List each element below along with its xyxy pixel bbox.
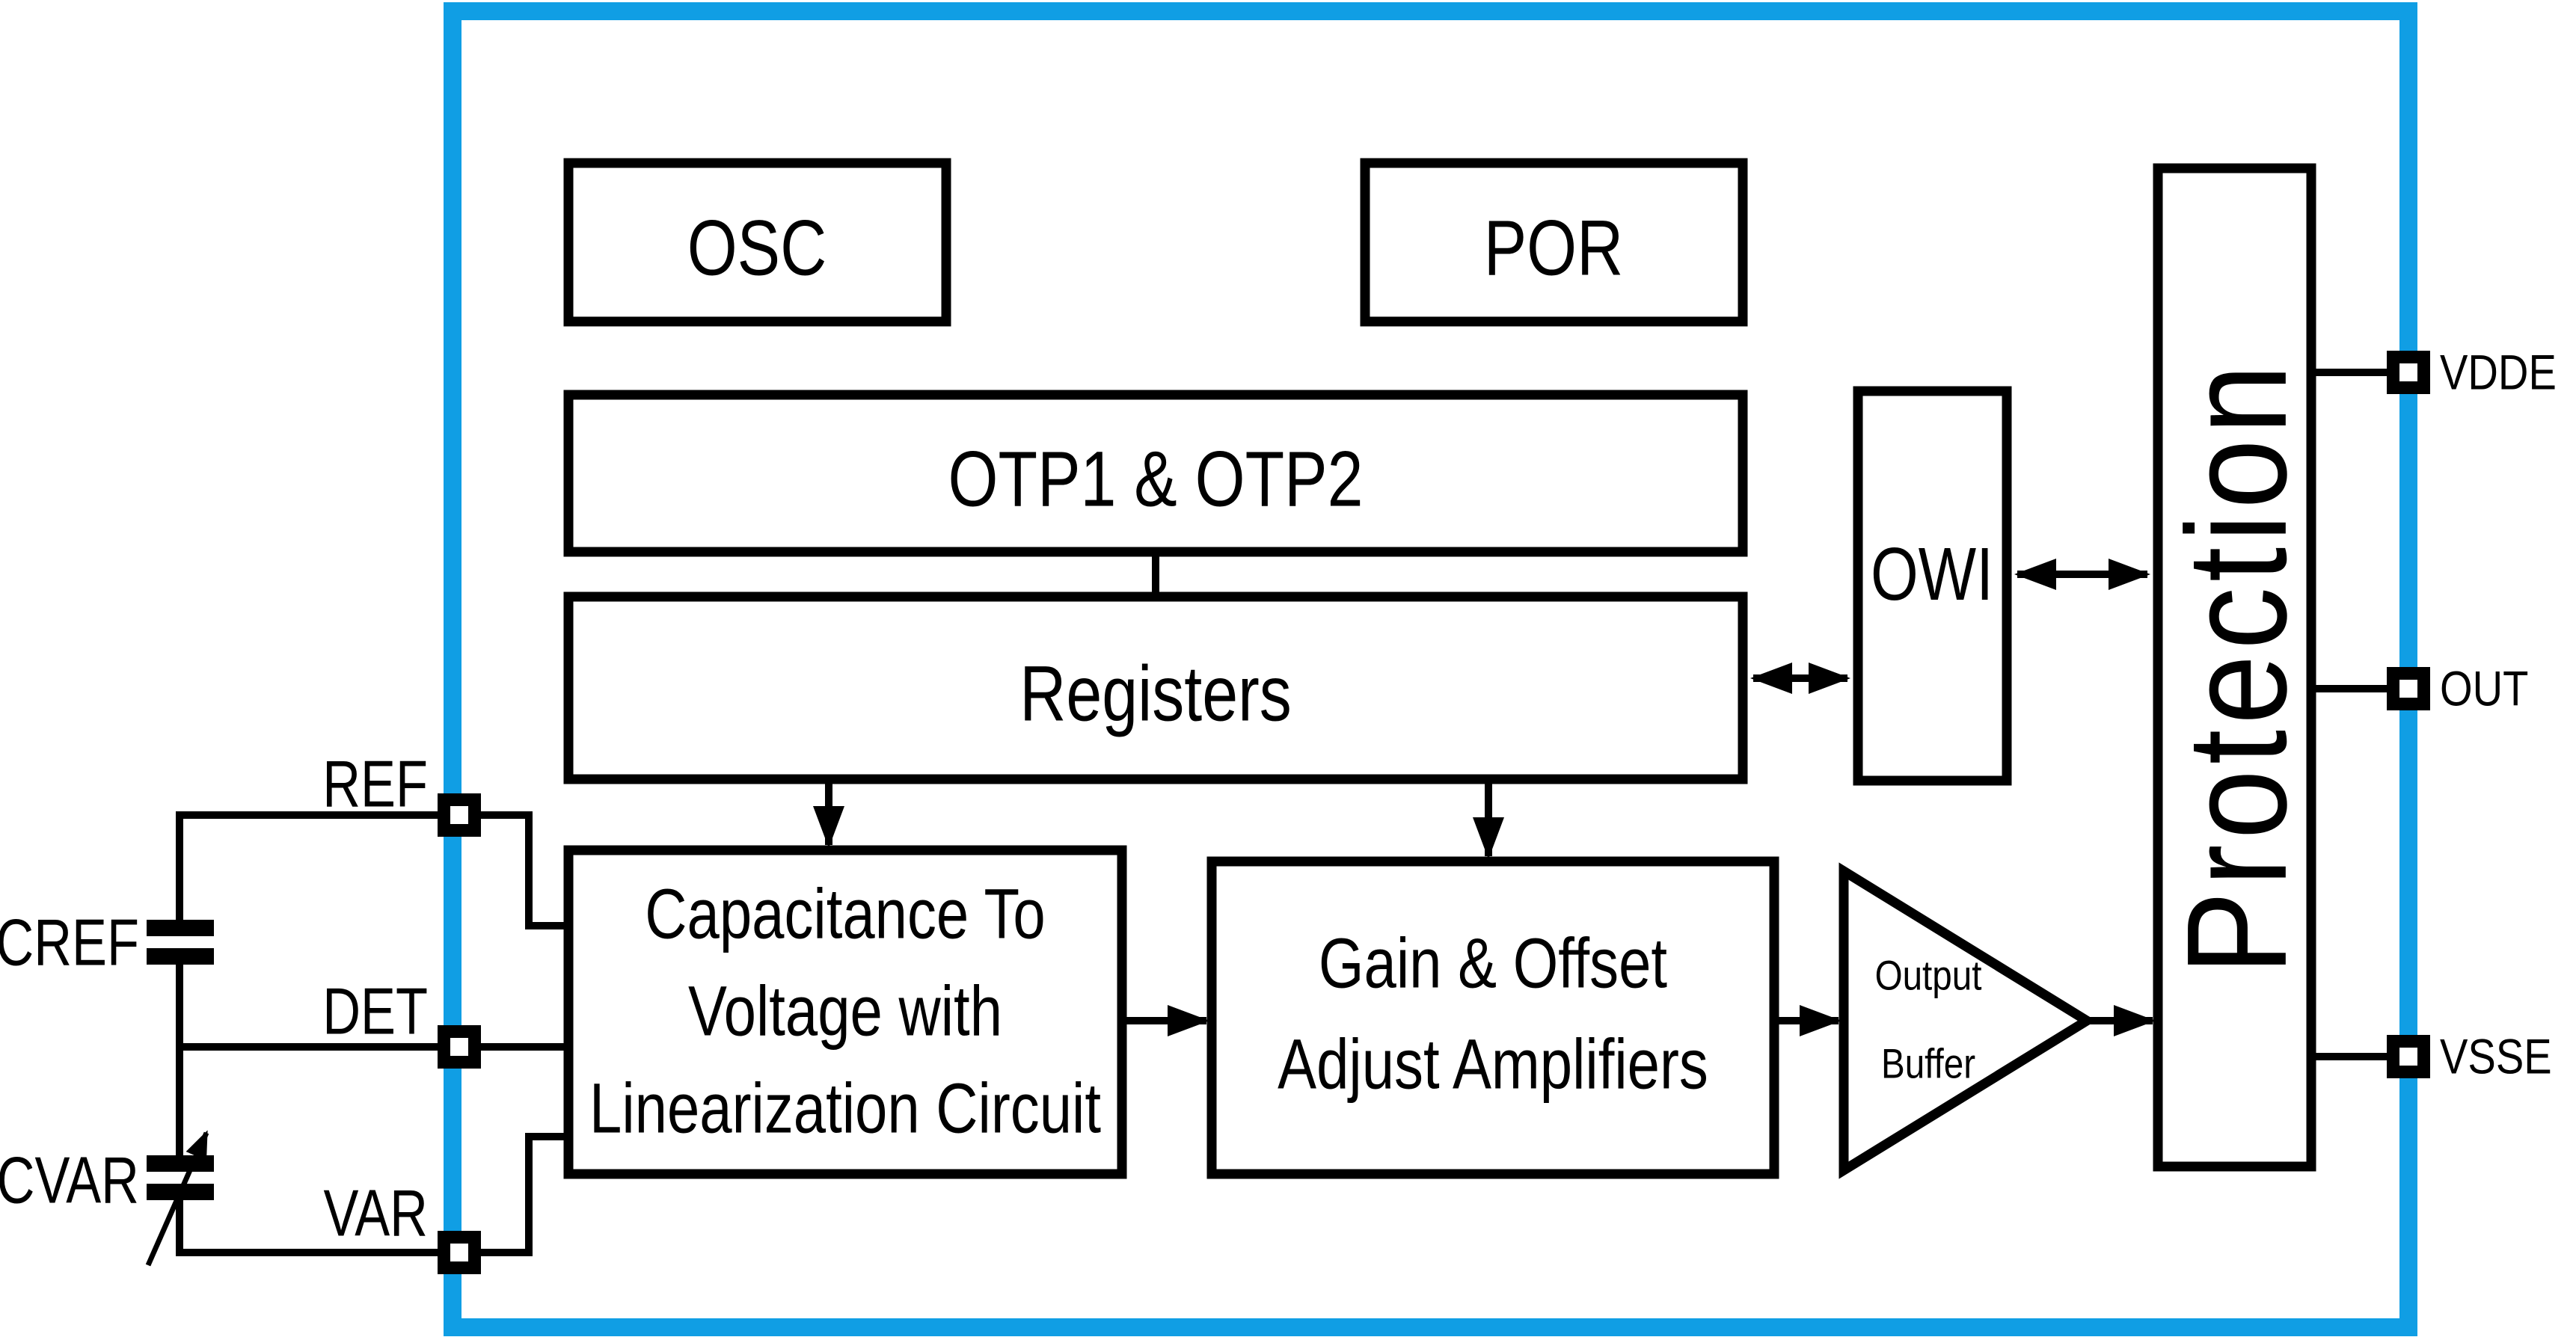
block-output-buffer-triangle — [1839, 862, 2097, 1179]
block-protection-label: Protection — [2157, 359, 2316, 974]
block-gain-label-line1: Gain & Offset — [1319, 923, 1667, 1003]
cvar-top-plate — [147, 1155, 214, 1172]
external-label-cvar: CVAR — [0, 1143, 139, 1217]
pin-det — [438, 1025, 481, 1069]
cref-top-plate — [147, 920, 214, 936]
cref-bottom-plate — [147, 948, 214, 965]
wire-var-network — [176, 1133, 568, 1256]
pin-var-inner — [450, 1244, 468, 1261]
pin-label-ref: REF — [322, 747, 428, 820]
external-label-cref: CREF — [0, 906, 139, 979]
block-gain-label-line2: Adjust Amplifiers — [1278, 1024, 1708, 1104]
pin-label-vdde: VDDE — [2440, 345, 2557, 399]
pin-vsse-inner — [2399, 1048, 2417, 1066]
wire-ref-network — [176, 811, 568, 929]
block-protection — [2153, 163, 2316, 1172]
block-gain — [1206, 856, 1779, 1179]
capacitor-cref — [147, 920, 214, 965]
block-otp — [563, 390, 1748, 557]
pin-ref — [438, 793, 481, 837]
block-por-label: POR — [1484, 204, 1624, 292]
pin-vsse — [2387, 1035, 2430, 1078]
block-c2v-label-line3: Linearization Circuit — [589, 1069, 1101, 1148]
pin-out-inner — [2399, 680, 2417, 698]
block-owi-label: OWI — [1871, 532, 1993, 616]
block-registers — [563, 591, 1748, 784]
block-buffer-label-line2: Buffer — [1881, 1041, 1975, 1087]
block-buffer-label-line1: Output — [1875, 953, 1982, 999]
pin-label-det: DET — [322, 974, 428, 1048]
pin-vdde-inner — [2399, 363, 2417, 381]
pin-label-var: VAR — [323, 1176, 428, 1250]
pin-var — [438, 1231, 481, 1274]
pin-label-out: OUT — [2440, 661, 2528, 716]
block-osc-label: OSC — [687, 204, 827, 292]
pin-label-vsse: VSSE — [2440, 1029, 2552, 1084]
block-por — [1360, 158, 1748, 327]
cvar-variable-arrow — [145, 1130, 209, 1267]
block-osc — [563, 158, 951, 327]
pin-out — [2387, 667, 2430, 710]
block-c2v-label-line2: Voltage with — [688, 971, 1002, 1051]
pin-ref-inner — [450, 806, 468, 824]
block-otp-label: OTP1 & OTP2 — [948, 435, 1364, 523]
block-owi — [1853, 386, 2012, 786]
capacitor-cvar — [145, 1130, 214, 1267]
pin-det-inner — [450, 1038, 468, 1056]
block-registers-label: Registers — [1019, 650, 1292, 737]
pin-vdde — [2387, 351, 2430, 394]
block-c2v — [563, 845, 1127, 1179]
block-c2v-label-line1: Capacitance To — [645, 874, 1045, 953]
